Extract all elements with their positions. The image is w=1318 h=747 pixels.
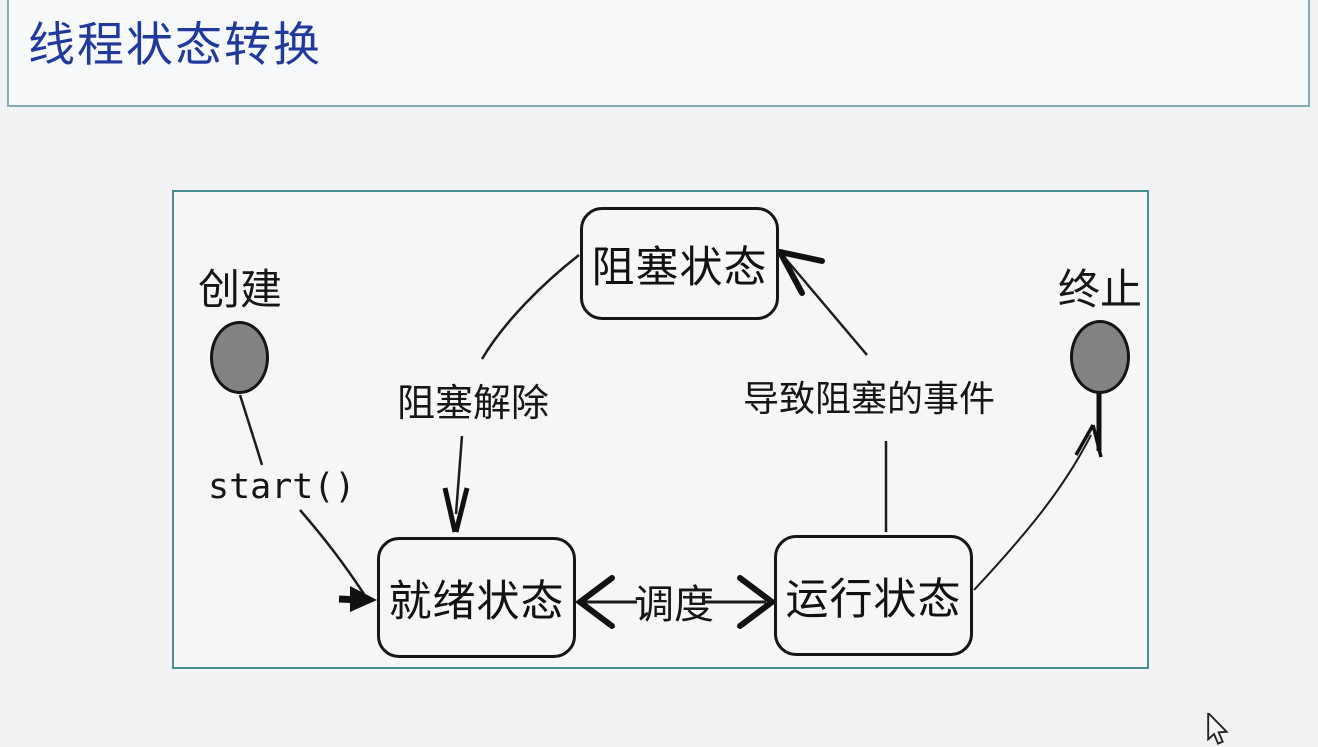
created-state-label: 创建 (197, 265, 282, 314)
transition-label-start: start() (208, 467, 356, 507)
state-label-running: 运行状态 (785, 574, 962, 625)
initial-state-circle-icon (210, 321, 269, 394)
state-node-blocked: 阻塞状态 (580, 207, 779, 320)
title-box: 线程状态转换 (7, 0, 1310, 107)
terminated-state-label: 终止 (1057, 265, 1142, 314)
thread-state-diagram: 阻塞状态 就绪状态 运行状态 创建 终止 start() 阻塞解除 导致阻塞的事… (172, 190, 1149, 669)
transition-arrows (238, 249, 1103, 629)
transition-label-blocking-event: 导致阻塞的事件 (743, 379, 996, 420)
final-state-circle-icon (1070, 320, 1130, 394)
mouse-cursor-icon (1207, 713, 1229, 745)
transition-label-schedule: 调度 (634, 582, 714, 628)
state-node-running: 运行状态 (774, 535, 973, 656)
state-label-ready: 就绪状态 (388, 576, 565, 627)
page-title: 线程状态转换 (28, 18, 322, 73)
transition-label-unblock: 阻塞解除 (397, 381, 550, 425)
state-node-ready: 就绪状态 (377, 537, 576, 658)
state-label-blocked: 阻塞状态 (591, 242, 768, 293)
